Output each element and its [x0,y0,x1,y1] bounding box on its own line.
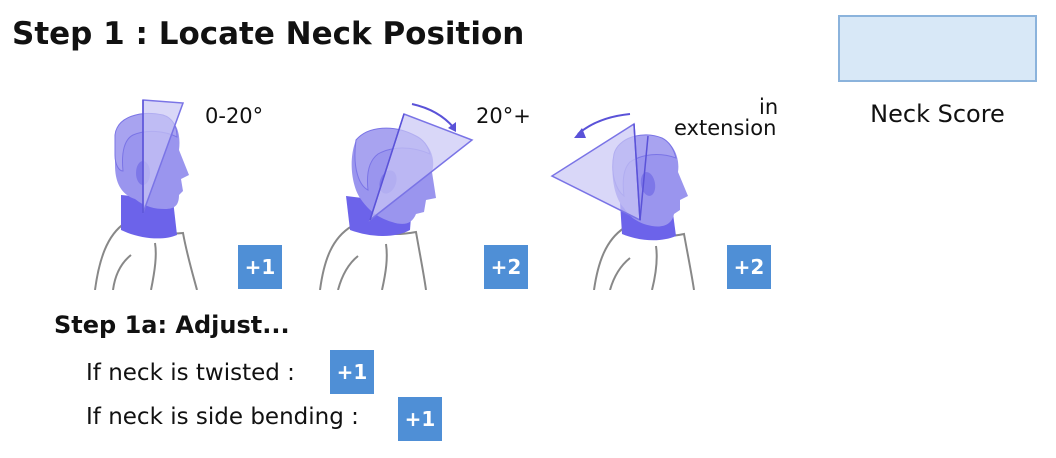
score-badge-extension: +2 [727,245,771,289]
side-bending-score-badge: +1 [398,397,442,441]
neck-score-label: Neck Score [870,100,1005,128]
twisted-score-badge: +1 [330,350,374,394]
adjust-title: Step 1a: Adjust... [54,311,290,339]
adjust-twisted-label: If neck is twisted : [86,360,295,386]
score-badge-flexion: +2 [484,245,528,289]
score-badge-neutral: +1 [238,245,282,289]
neck-extension-figure [550,113,695,290]
angle-label-extension-line1: in [759,95,779,119]
neck-flexion-figure [319,103,474,290]
adjust-side-bending-label: If neck is side bending : [86,404,359,430]
page-title: Step 1 : Locate Neck Position [12,16,525,52]
neck-neutral-figure [94,99,198,290]
angle-label-neutral: 0-20° [205,104,264,128]
angle-label-extension-line2: extension [674,116,777,140]
angle-label-flexion: 20°+ [476,104,531,128]
neck-score-box[interactable] [838,15,1037,82]
